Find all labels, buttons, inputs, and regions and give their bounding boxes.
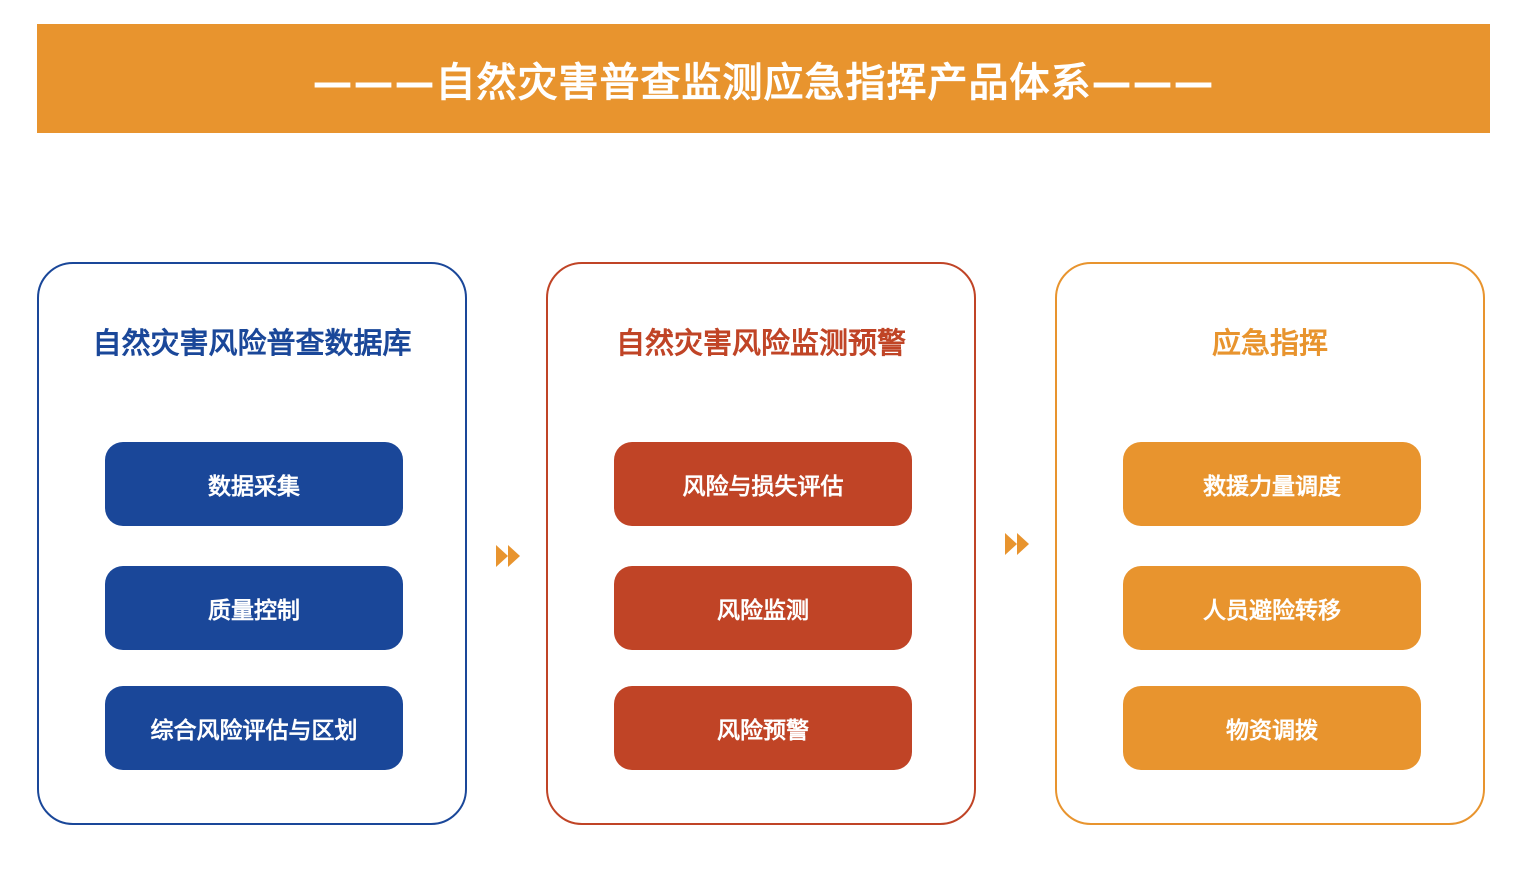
page-title: ———自然灾害普查监测应急指挥产品体系——— [312, 59, 1215, 106]
quality-control-button[interactable]: 质量控制 [105, 566, 403, 650]
rescue-dispatch-button[interactable]: 救援力量调度 [1123, 442, 1421, 526]
panel-emergency-command: 应急指挥 救援力量调度 人员避险转移 物资调拨 [1055, 262, 1485, 825]
double-chevron-right-icon [496, 545, 520, 567]
material-allocation-button[interactable]: 物资调拨 [1123, 686, 1421, 770]
evacuation-button[interactable]: 人员避险转移 [1123, 566, 1421, 650]
panel-monitoring-warning: 自然灾害风险监测预警 风险与损失评估 风险监测 风险预警 [546, 262, 976, 825]
panel-title: 自然灾害风险监测预警 [615, 326, 906, 360]
panel-title: 自然灾害风险普查数据库 [92, 326, 412, 360]
risk-warning-button[interactable]: 风险预警 [614, 686, 912, 770]
risk-loss-assessment-button[interactable]: 风险与损失评估 [614, 442, 912, 526]
risk-monitoring-button[interactable]: 风险监测 [614, 566, 912, 650]
double-chevron-right-icon [1005, 533, 1029, 555]
data-collection-button[interactable]: 数据采集 [105, 442, 403, 526]
risk-assessment-zoning-button[interactable]: 综合风险评估与区划 [105, 686, 403, 770]
panel-census-database: 自然灾害风险普查数据库 数据采集 质量控制 综合风险评估与区划 [37, 262, 467, 825]
header-banner: ———自然灾害普查监测应急指挥产品体系——— [37, 24, 1490, 133]
panel-title: 应急指挥 [1211, 326, 1328, 360]
